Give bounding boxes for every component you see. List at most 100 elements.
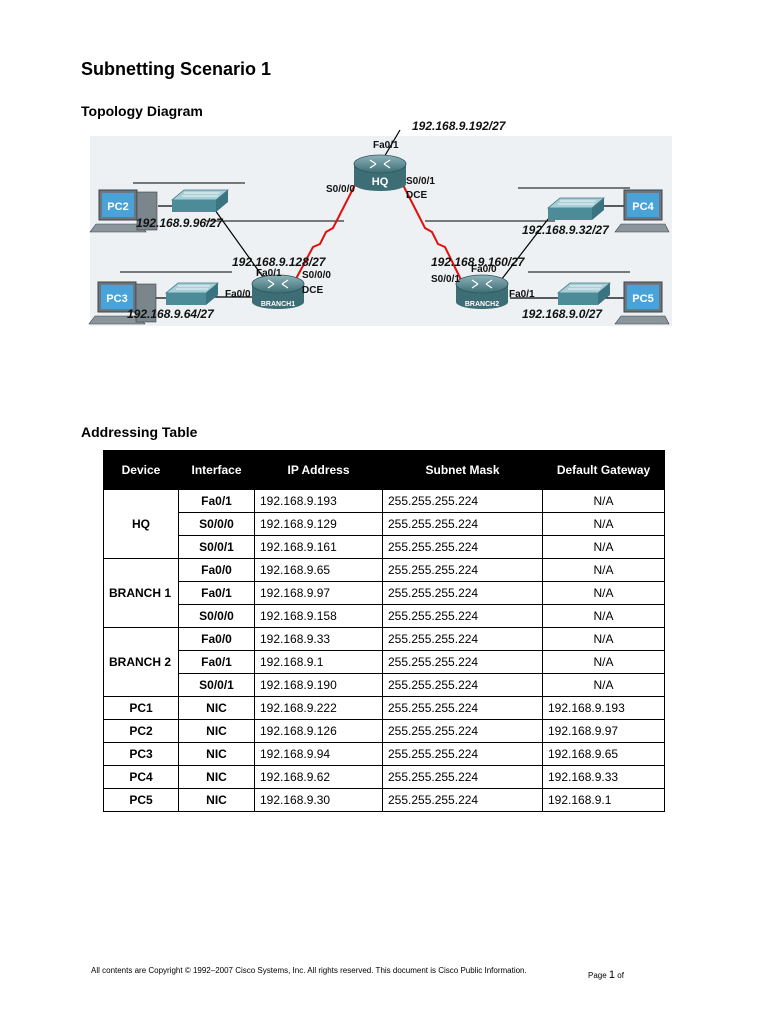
switch-branch2-fa00-icon <box>546 197 606 220</box>
gateway-cell: N/A <box>542 512 665 536</box>
pc3-label: PC3 <box>106 293 127 305</box>
subnet-b1-wan: 192.168.9.128/27 <box>232 255 327 269</box>
table-row: PC2 NIC 192.168.9.126 255.255.255.224 19… <box>103 719 665 743</box>
gateway-cell: N/A <box>542 604 665 628</box>
interface-cell: Fa0/1 <box>178 650 255 674</box>
interface-cell: NIC <box>178 765 255 789</box>
device-cell: PC4 <box>103 765 179 789</box>
interface-cell: S0/0/0 <box>178 604 255 628</box>
ip-cell: 192.168.9.97 <box>254 581 383 605</box>
router-branch1-icon <box>251 274 305 309</box>
gateway-cell: 192.168.9.1 <box>542 788 665 812</box>
interface-cell: S0/0/1 <box>178 673 255 697</box>
switch-branch2-fa01-icon <box>556 282 612 305</box>
device-cell: BRANCH 1 <box>103 558 179 628</box>
switch-branch1-fa01-icon <box>170 189 230 212</box>
gateway-cell: 192.168.9.193 <box>542 696 665 720</box>
page-prefix: Page <box>588 971 607 980</box>
mask-cell: 255.255.255.224 <box>382 788 543 812</box>
ip-cell: 192.168.9.62 <box>254 765 383 789</box>
iface-b1-dce: DCE <box>302 285 323 296</box>
ip-cell: 192.168.9.193 <box>254 489 383 513</box>
mask-cell: 255.255.255.224 <box>382 604 543 628</box>
serial-link-hq-branch2 <box>401 182 467 291</box>
router-branch2-label: BRANCH2 <box>465 301 499 308</box>
router-branch1-label: BRANCH1 <box>261 301 295 308</box>
interface-cell: S0/0/1 <box>178 535 255 559</box>
table-row: PC3 NIC 192.168.9.94 255.255.255.224 192… <box>103 742 665 766</box>
interface-cell: Fa0/0 <box>178 627 255 651</box>
mask-cell: 255.255.255.224 <box>382 512 543 536</box>
ip-cell: 192.168.9.129 <box>254 512 383 536</box>
pc2-icon <box>89 189 158 233</box>
addressing-heading: Addressing Table <box>81 424 198 440</box>
router-hq-label: HQ <box>372 176 389 188</box>
subnet-b2-lan0: 192.168.9.32/27 <box>522 223 610 237</box>
mask-cell: 255.255.255.224 <box>382 627 543 651</box>
footer-copyright: All contents are Copyright © 1992–2007 C… <box>91 966 527 975</box>
gateway-cell: N/A <box>542 650 665 674</box>
header-subnet-mask: Subnet Mask <box>382 450 543 490</box>
router-branch2-icon <box>455 274 509 309</box>
mask-cell: 255.255.255.224 <box>382 673 543 697</box>
iface-b2-fa00: Fa0/0 <box>471 264 497 275</box>
gateway-cell: N/A <box>542 673 665 697</box>
ip-cell: 192.168.9.126 <box>254 719 383 743</box>
topology-heading: Topology Diagram <box>81 103 203 119</box>
device-cell: PC5 <box>103 788 179 812</box>
device-cell: PC2 <box>103 719 179 743</box>
table-row: BRANCH 1 Fa0/0 192.168.9.65 255.255.255.… <box>103 558 665 628</box>
gateway-cell: N/A <box>542 581 665 605</box>
device-cell: PC3 <box>103 742 179 766</box>
iface-b2-s001: S0/0/1 <box>431 274 460 285</box>
addressing-table: Device Interface IP Address Subnet Mask … <box>103 450 665 812</box>
iface-hq-fa01: Fa0/1 <box>373 140 399 151</box>
gateway-cell: 192.168.9.33 <box>542 765 665 789</box>
mask-cell: 255.255.255.224 <box>382 696 543 720</box>
table-row: BRANCH 2 Fa0/0 192.168.9.33 255.255.255.… <box>103 627 665 697</box>
iface-hq-dce: DCE <box>406 190 427 201</box>
ip-cell: 192.168.9.94 <box>254 742 383 766</box>
pc4-label: PC4 <box>632 201 654 213</box>
page-number: 1 <box>608 969 616 981</box>
interface-cell: NIC <box>178 696 255 720</box>
ip-cell: 192.168.9.158 <box>254 604 383 628</box>
ip-cell: 192.168.9.1 <box>254 650 383 674</box>
mask-cell: 255.255.255.224 <box>382 742 543 766</box>
ip-cell: 192.168.9.30 <box>254 788 383 812</box>
pc5-label: PC5 <box>632 293 653 305</box>
gateway-cell: N/A <box>542 627 665 651</box>
interface-cell: Fa0/1 <box>178 489 255 513</box>
ip-cell: 192.168.9.222 <box>254 696 383 720</box>
device-cell: PC1 <box>103 696 179 720</box>
mask-cell: 255.255.255.224 <box>382 719 543 743</box>
header-ip-address: IP Address <box>254 450 383 490</box>
iface-hq-s000: S0/0/0 <box>326 184 355 195</box>
topology-diagram: HQ BRANCH1 BRANCH2 <box>88 119 672 326</box>
interface-cell: NIC <box>178 742 255 766</box>
b1-fa01-link <box>214 209 269 285</box>
switch-branch1-fa00-icon <box>164 282 220 305</box>
table-row: PC1 NIC 192.168.9.222 255.255.255.224 19… <box>103 696 665 720</box>
gateway-cell: 192.168.9.65 <box>542 742 665 766</box>
table-row: S0/0/0 192.168.9.129 255.255.255.224 N/A <box>104 512 665 536</box>
mask-cell: 255.255.255.224 <box>382 765 543 789</box>
header-device: Device <box>103 450 179 490</box>
page-suffix: of <box>617 971 624 980</box>
subnet-b2-wan: 192.168.9.160/27 <box>431 255 526 269</box>
interface-cell: Fa0/1 <box>178 581 255 605</box>
gateway-cell: N/A <box>542 558 665 582</box>
mask-cell: 255.255.255.224 <box>382 558 543 582</box>
table-row: HQ Fa0/1 192.168.9.193 255.255.255.224 N… <box>103 489 665 559</box>
table-row: S0/0/1 192.168.9.190 255.255.255.224 N/A <box>104 673 665 697</box>
ip-cell: 192.168.9.161 <box>254 535 383 559</box>
ip-cell: 192.168.9.33 <box>254 627 383 651</box>
subnet-b1-lan1: 192.168.9.96/27 <box>136 216 224 230</box>
mask-cell: 255.255.255.224 <box>382 581 543 605</box>
serial-link-hq-branch1 <box>289 182 357 291</box>
b2-fa00-link <box>497 213 553 285</box>
iface-b1-fa00: Fa0/0 <box>225 289 251 300</box>
iface-b2-fa01: Fa0/1 <box>509 289 535 300</box>
mask-cell: 255.255.255.224 <box>382 535 543 559</box>
subnet-hq-lan: 192.168.9.192/27 <box>412 119 507 133</box>
